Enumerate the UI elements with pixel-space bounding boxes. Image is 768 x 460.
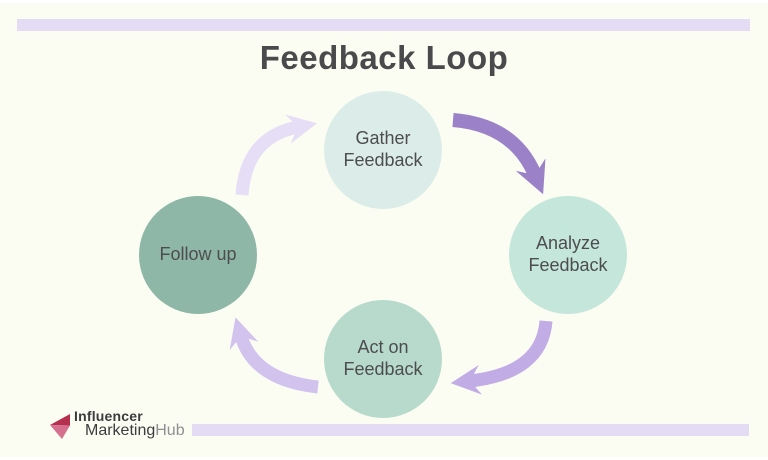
- arrow-gather-to-analyze: [452, 113, 546, 195]
- influencer-marketinghub-logo: Influencer MarketingHub: [50, 409, 185, 440]
- node-analyze-label-line1: Analyze: [535, 233, 601, 254]
- logo-line1: Influencer: [74, 408, 143, 424]
- node-act-on-feedback: Act on Feedback: [324, 300, 442, 418]
- node-follow-up: Follow up: [139, 196, 257, 314]
- top-accent-bar: [17, 19, 750, 31]
- logo-arrow-light-half: [50, 425, 70, 439]
- node-act-label-line2: Feedback: [343, 359, 423, 379]
- bottom-accent-bar: [192, 424, 749, 436]
- node-gather-feedback: Gather Feedback: [324, 91, 442, 209]
- node-act-label-line1: Act on: [357, 337, 409, 358]
- node-gather-label-line1: Gather: [355, 128, 411, 149]
- logo-line2-hub: Hub: [155, 422, 185, 440]
- arrow-act-to-follow: [229, 317, 319, 394]
- logo-text: Influencer MarketingHub: [74, 409, 185, 440]
- node-analyze-label-line2: Feedback: [528, 255, 608, 275]
- logo-arrow-dark-half: [50, 414, 70, 426]
- arrow-follow-to-gather: [235, 114, 318, 196]
- logo-arrow-icon: [50, 414, 70, 439]
- node-follow-label: Follow up: [159, 244, 237, 265]
- arrow-analyze-to-act: [450, 320, 553, 395]
- node-analyze-feedback: Analyze Feedback: [509, 196, 627, 314]
- logo-line2-marketing: Marketing: [85, 422, 156, 440]
- page-title: Feedback Loop: [259, 39, 509, 76]
- node-gather-label-line2: Feedback: [343, 150, 423, 170]
- logo-line2: MarketingHub: [85, 423, 185, 439]
